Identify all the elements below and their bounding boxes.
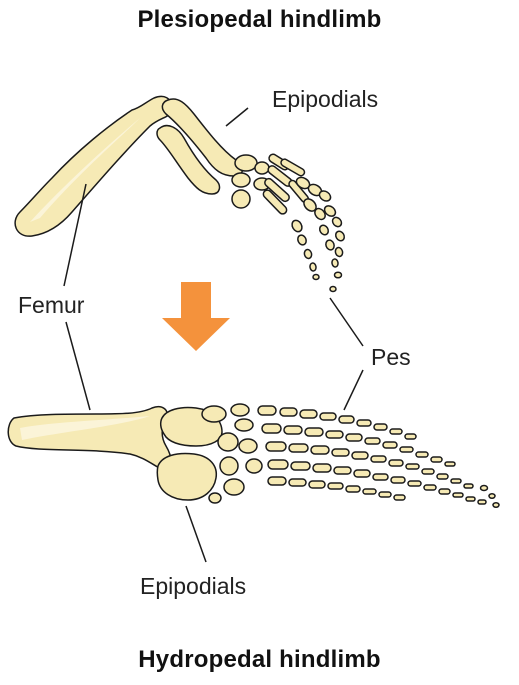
down-arrow-icon [162, 282, 230, 351]
hydropedal-phalanx [258, 406, 276, 415]
hydropedal-phalanx [431, 457, 442, 462]
hydropedal-phalanx [405, 434, 416, 439]
hydropedal-tarsal [239, 439, 257, 453]
hydropedal-phalanx [339, 416, 354, 423]
hydropedal-phalanx [400, 447, 413, 452]
hydropedal-phalanx [266, 442, 286, 451]
plesiopedal-phalanx [334, 230, 346, 243]
hydropedal-phalanx [289, 444, 308, 452]
hydropedal-phalanx [422, 469, 434, 474]
hydropedal-phalanx [268, 477, 286, 485]
plesiopedal-phalanx [334, 247, 343, 258]
hydropedal-phalanx [464, 484, 473, 488]
leader-line-pes-top [330, 298, 363, 346]
hydropedal-phalanx [262, 424, 281, 433]
hydropedal-phalanx [408, 481, 421, 486]
hydropedal-phalanx [363, 489, 376, 494]
plesiopedal-tarsal [232, 173, 250, 187]
hydropedal-phalanx [268, 460, 288, 469]
hydropedal-phalanx [383, 442, 397, 448]
femur-highlight [30, 118, 140, 222]
hydropedal-phalanx [309, 481, 325, 488]
hydropedal-phalanx [493, 503, 499, 508]
hydropedal-phalanx [389, 460, 403, 466]
label-pes: Pes [371, 344, 411, 371]
hydropedal-phalanx [445, 462, 455, 466]
hydropedal-tarsal [209, 493, 221, 503]
hydropedal-phalanx [334, 467, 351, 474]
hydropedal-tarsal [202, 406, 226, 422]
leader-line-epipodials-bottom [186, 506, 206, 562]
hydropedal-phalanx [406, 464, 419, 469]
label-femur: Femur [18, 292, 84, 319]
plesiopedal-phalanx [303, 249, 312, 260]
hydropedal-phalanx [357, 420, 371, 426]
hydropedal-phalanx [305, 428, 323, 436]
hydropedal-phalanx [300, 410, 317, 418]
leader-line-epipodials-top [226, 108, 248, 126]
hydropedal-tarsal [220, 457, 238, 475]
hydropedal-phalanx [371, 456, 386, 462]
hydropedal-phalanx [320, 413, 336, 420]
hydropedal-phalanx [365, 438, 380, 444]
hydropedal-phalanx [354, 470, 370, 477]
plesiopedal-phalanx [309, 263, 316, 272]
leader-line-femur-bottom [66, 322, 90, 410]
plesiopedal-phalanx [330, 287, 336, 292]
hydropedal-phalanx [453, 493, 463, 497]
plesiopedal-phalanx [318, 224, 330, 237]
plesiopedal-phalanx [331, 259, 338, 268]
hydropedal-tarsal [224, 479, 244, 495]
hydropedal-phalanx [311, 446, 329, 454]
hydropedal-phalanx [391, 477, 405, 483]
plesiopedal-tarsal [255, 162, 269, 174]
plesiopedal-tarsal [232, 190, 250, 208]
hydropedal-phalanx [346, 486, 360, 492]
plesiopedal-hindlimb [15, 96, 346, 291]
hydropedal-phalanx [379, 492, 391, 497]
hydropedal-phalanx [332, 449, 349, 456]
hydropedal-phalanx [416, 452, 428, 457]
hydropedal-phalanx [291, 462, 310, 470]
plesiopedal-phalanx [325, 239, 336, 251]
plesiopedal-phalanx [335, 272, 342, 278]
hydropedal-phalanx [280, 408, 297, 416]
hydropedal-phalanx [451, 479, 461, 483]
hydropedal-phalanx [424, 485, 436, 490]
hydropedal-tarsal [246, 459, 262, 473]
hydropedal-phalanx [489, 494, 495, 499]
hydropedal-phalanx [390, 429, 402, 434]
hydropedal-phalanx [466, 497, 475, 501]
hydropedal-phalanx [478, 500, 486, 504]
label-epipodials-bottom: Epipodials [140, 573, 246, 600]
hydropedal-phalanx [439, 489, 450, 494]
hydropedal-phalanx [284, 426, 302, 434]
hydropedal-tarsal [235, 419, 253, 431]
label-epipodials-top: Epipodials [272, 86, 378, 113]
plesiopedal-phalanx [331, 216, 344, 229]
hydropedal-tarsal [218, 433, 238, 451]
hydropedal-phalanx [346, 434, 362, 441]
hydropedal-phalanx [313, 464, 331, 472]
hydropedal-phalanx [289, 479, 306, 486]
hydropedal-phalanx [394, 495, 405, 500]
hydropedal-phalanx [374, 424, 387, 430]
plesiopedal-phalanx [290, 219, 304, 234]
plesiopedal-phalanx [296, 234, 307, 246]
plesiopedal-tarsal [235, 155, 257, 171]
leader-line-pes-bottom [344, 370, 363, 410]
hydropedal-phalanx [326, 431, 343, 438]
hydropedal-phalanx [481, 486, 488, 491]
hydropedal-fibula [157, 454, 216, 501]
hydropedal-phalanx [373, 474, 388, 480]
plesiopedal-phalanx [313, 275, 319, 280]
hydropedal-phalanx [352, 452, 368, 459]
hydropedal-hindlimb [8, 404, 499, 507]
hydropedal-tarsal [231, 404, 249, 416]
hydropedal-phalanx [328, 483, 343, 489]
hydropedal-phalanx [437, 474, 448, 479]
hydropedal-femur [8, 407, 171, 470]
